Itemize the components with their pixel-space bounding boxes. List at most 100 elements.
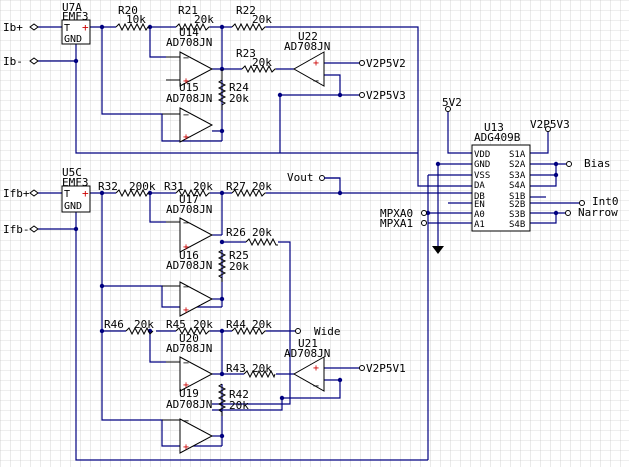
v2p5v1-terminal[interactable] — [359, 365, 365, 371]
mux-pin-a0: A0 — [474, 210, 485, 220]
r43-ref: R43 — [226, 362, 246, 375]
opamp-pin-signs: −+ −+ +− −+ −+ −+ +− −+ — [183, 53, 319, 453]
wide-terminal[interactable] — [295, 328, 301, 334]
mux-value: ADG409B — [474, 131, 521, 144]
u16-ref: U16 — [179, 249, 199, 262]
resistor-r26[interactable] — [245, 237, 278, 247]
port-bias-label: Bias — [584, 157, 611, 170]
svg-text:+: + — [313, 363, 319, 374]
svg-text:+: + — [183, 442, 189, 453]
port-ifb-minus-terminal[interactable] — [29, 225, 39, 233]
emf-u7a-pin-gnd: GND — [64, 34, 82, 45]
narrow-terminal[interactable] — [565, 210, 571, 216]
resistor-r22[interactable] — [231, 22, 266, 32]
resistor-r44[interactable] — [231, 326, 266, 336]
mux-right-pins: S1A S2A S3A S4A S1B S2B S3B S4B — [509, 150, 526, 230]
resistor-r45[interactable] — [175, 326, 210, 336]
opamp-u20[interactable] — [166, 356, 214, 392]
resistor-labels: R20 10k R21 20k R22 20k R23 20k R24 20k … — [98, 4, 272, 412]
opamp-labels: U14 AD708JN U15 AD708JN U22 AD708JN U17 … — [166, 26, 330, 411]
v2p5v3-terminal-a[interactable] — [359, 92, 365, 98]
r44-ref: R44 — [226, 318, 246, 331]
resistor-r25[interactable] — [217, 249, 227, 282]
resistor-r32[interactable] — [115, 188, 150, 198]
r31-value: 20k — [193, 180, 213, 193]
mpxa1-terminal[interactable] — [421, 220, 427, 226]
r43-value: 20k — [252, 362, 272, 375]
mux-pin-s3b: S3B — [509, 210, 525, 220]
v2p5v3-terminal-b[interactable] — [545, 126, 551, 132]
mux-pin-a1: A1 — [474, 220, 485, 230]
v5v2-terminal[interactable] — [445, 106, 451, 112]
power-v2p5v3-label-b: V2P5V3 — [530, 118, 570, 131]
svg-text:−: − — [183, 110, 189, 121]
opamp-u21[interactable] — [292, 356, 325, 392]
mux-pin-s1b: S1B — [509, 192, 525, 202]
resistor-r27[interactable] — [231, 188, 266, 198]
emf-u5c[interactable]: U5C EMF3 T GND + — [61, 166, 91, 213]
svg-text:−: − — [183, 282, 189, 293]
bias-terminal[interactable] — [566, 161, 572, 167]
emf-u7a-plus: + — [82, 21, 89, 34]
r46-value: 20k — [134, 318, 154, 331]
r42-value: 20k — [229, 399, 249, 412]
svg-text:+: + — [183, 242, 189, 253]
port-ib-plus-label: Ib+ — [3, 21, 23, 34]
int0-terminal[interactable] — [579, 200, 585, 206]
emf-u5c-value: EMF3 — [62, 176, 89, 189]
vout-terminal[interactable] — [319, 175, 325, 181]
emf-u7a-pin-t: T — [64, 23, 70, 34]
resistor-r23[interactable] — [241, 64, 276, 74]
opamp-u22[interactable] — [292, 51, 325, 87]
port-ifb-plus-terminal[interactable] — [29, 189, 39, 197]
u14-ref: U14 — [179, 26, 199, 39]
port-ib-minus-terminal[interactable] — [29, 57, 39, 65]
resistor-r42[interactable] — [217, 383, 227, 416]
r21-ref: R21 — [178, 4, 198, 17]
svg-text:+: + — [183, 132, 189, 143]
emf-u5c-pin-t: T — [64, 189, 70, 200]
u20-ref: U20 — [179, 332, 199, 345]
opamp-u17[interactable] — [166, 217, 214, 253]
opamp-u15[interactable] — [162, 107, 214, 143]
svg-text:+: + — [183, 380, 189, 391]
power-v2p5v3-label-a: V2P5V3 — [366, 89, 406, 102]
port-ib-plus-terminal[interactable] — [29, 23, 39, 31]
svg-text:−: − — [183, 53, 189, 64]
r45-ref: R45 — [166, 318, 186, 331]
u17-ref: U17 — [179, 193, 199, 206]
opamp-u14[interactable] — [166, 51, 214, 87]
r26-value: 20k — [252, 226, 272, 239]
mux-pin-en: EN — [474, 200, 485, 210]
resistor-r31[interactable] — [175, 188, 210, 198]
emf-u7a[interactable]: U7A EMF3 T GND + — [61, 1, 91, 45]
mux-pin-s4b: S4B — [509, 220, 525, 230]
mpxa0-terminal[interactable] — [421, 210, 427, 216]
r20-value: 10k — [126, 13, 146, 26]
mux-u13[interactable]: U13 ADG409B — [471, 121, 531, 232]
resistor-r20[interactable] — [115, 22, 150, 32]
resistor-r21[interactable] — [175, 22, 210, 32]
svg-text:+: + — [183, 76, 189, 87]
opamp-u19[interactable] — [162, 418, 214, 454]
u21-value: AD708JN — [284, 347, 330, 360]
v2p5v2-terminal[interactable] — [359, 60, 365, 66]
resistor-r24[interactable] — [217, 69, 227, 110]
mux-ref: U13 — [484, 121, 504, 134]
svg-text:−: − — [313, 381, 319, 392]
svg-text:−: − — [313, 76, 319, 87]
svg-text:+: + — [183, 305, 189, 316]
r21-value: 20k — [194, 13, 214, 26]
u22-value: AD708JN — [284, 40, 330, 53]
mux-left-pins: VDD GND VSS DA DB EN A0 A1 — [474, 150, 490, 230]
port-wide-label: Wide — [314, 325, 341, 338]
r22-ref: R22 — [236, 4, 256, 17]
resistor-r43[interactable] — [243, 369, 276, 379]
resistor-r46[interactable] — [125, 326, 154, 336]
r42-ref: R42 — [229, 388, 249, 401]
opamp-u16[interactable] — [162, 281, 214, 317]
u19-ref: U19 — [179, 387, 199, 400]
mux-pin-da: DA — [474, 181, 485, 191]
r27-value: 20k — [252, 180, 272, 193]
svg-text:−: − — [183, 218, 189, 229]
